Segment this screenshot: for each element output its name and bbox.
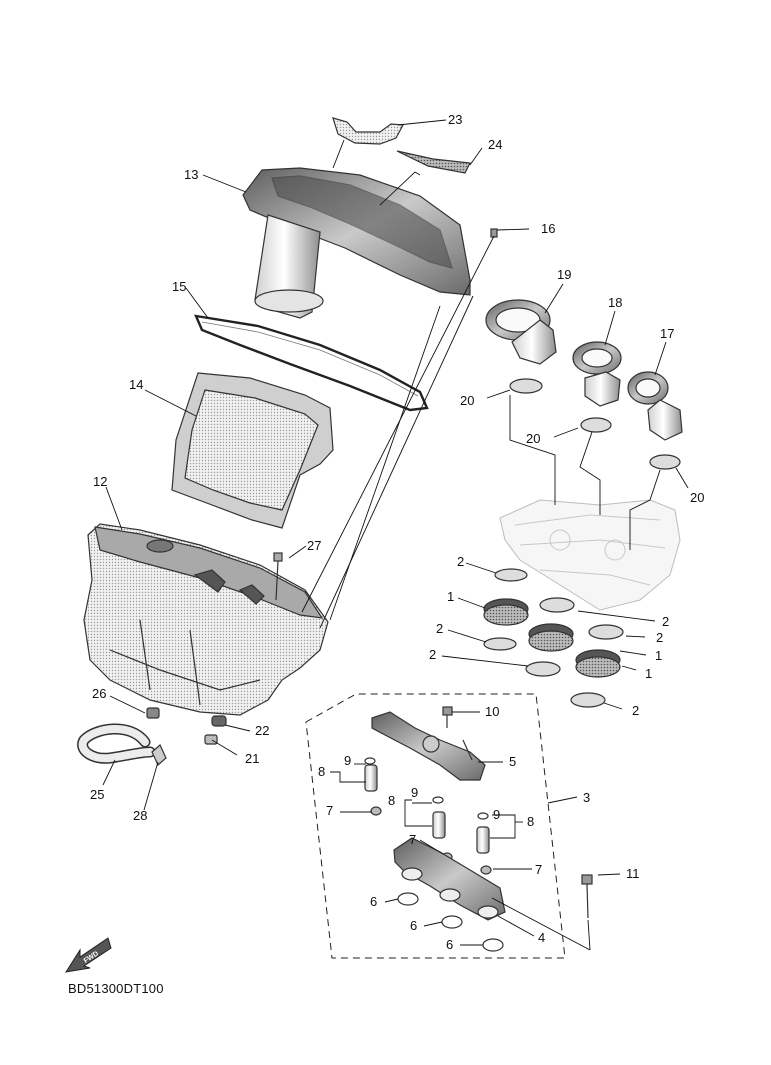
callout-22: 22: [255, 723, 269, 738]
ring-part-6a: [397, 892, 419, 906]
bracket-part-23: [332, 117, 404, 145]
diagram-code: BD51300DT100: [68, 981, 164, 996]
screw-part-16: [490, 228, 498, 238]
callout-2b: 2: [436, 621, 443, 636]
callout-8c: 8: [527, 814, 534, 829]
callout-1c: 1: [645, 666, 652, 681]
funnel-part-17: [627, 371, 683, 441]
seal-part-7c: [480, 865, 492, 875]
fuel-rail-part-5: [371, 711, 486, 781]
callout-7c: 7: [535, 862, 542, 877]
callout-2e: 2: [656, 630, 663, 645]
callout-1b: 1: [655, 648, 662, 663]
callout-1a: 1: [447, 589, 454, 604]
callout-20a: 20: [460, 393, 474, 408]
callout-19: 19: [557, 267, 571, 282]
injector-part-8c: [476, 826, 490, 854]
clamp-part-2c: [483, 637, 517, 651]
oring-part-9b: [432, 796, 444, 804]
joint-part-1b: [528, 623, 574, 652]
callout-5: 5: [509, 754, 516, 769]
cap-part-22: [211, 715, 227, 727]
clamp-part-2d: [588, 624, 624, 640]
callout-7b: 7: [409, 832, 416, 847]
callout-25: 25: [90, 787, 104, 802]
clamp-part-20b: [580, 417, 612, 433]
callout-26: 26: [92, 686, 106, 701]
ring-part-6c: [482, 938, 504, 952]
callout-16: 16: [541, 221, 555, 236]
oring-part-9c: [477, 812, 489, 820]
callout-11: 11: [626, 866, 640, 881]
callout-20c: 20: [690, 490, 704, 505]
callout-9b: 9: [411, 785, 418, 800]
funnel-part-19: [485, 299, 557, 365]
oring-part-9a: [364, 757, 376, 765]
callout-8b: 8: [388, 793, 395, 808]
callout-2f: 2: [632, 703, 639, 718]
label-part-24: [396, 150, 471, 174]
ring-part-6b: [441, 915, 463, 929]
callout-6b: 6: [410, 918, 417, 933]
plug-part-21: [204, 734, 218, 745]
clamp-part-20c: [649, 454, 681, 470]
airbox-lower-part-12: [83, 523, 329, 716]
callout-17: 17: [660, 326, 674, 341]
callout-10: 10: [485, 704, 499, 719]
callout-3: 3: [583, 790, 590, 805]
callout-2a: 2: [457, 554, 464, 569]
callout-9c: 9: [493, 807, 500, 822]
clamp-part-2b: [539, 597, 575, 613]
callout-8a: 8: [318, 764, 325, 779]
callout-14: 14: [129, 377, 143, 392]
callout-7a: 7: [326, 803, 333, 818]
seal-part-7a: [370, 806, 382, 816]
callout-15: 15: [172, 279, 186, 294]
joint-part-1c: [575, 649, 621, 678]
callout-2d: 2: [662, 614, 669, 629]
callout-2c: 2: [429, 647, 436, 662]
callout-6c: 6: [446, 937, 453, 952]
clamp-part-20a: [509, 378, 543, 394]
clip-part-28: [151, 744, 167, 766]
throttle-body-part-4: [393, 837, 506, 921]
hose-part-25: [77, 723, 156, 764]
bolt-part-10: [442, 706, 453, 728]
callout-27: 27: [307, 538, 321, 553]
callout-6a: 6: [370, 894, 377, 909]
clamp-part-2f: [570, 692, 606, 708]
bolt-part-27: [273, 552, 283, 601]
engine-outline: [499, 499, 681, 611]
clamp-part-2e: [525, 661, 561, 677]
injector-part-8a: [364, 764, 378, 792]
callout-4: 4: [538, 930, 545, 945]
callout-21: 21: [245, 751, 259, 766]
callout-20b: 20: [526, 431, 540, 446]
callout-23: 23: [448, 112, 462, 127]
callout-28: 28: [133, 808, 147, 823]
bolt-part-11: [581, 874, 593, 919]
callout-13: 13: [184, 167, 198, 182]
joint-part-1a: [483, 598, 529, 626]
front-arrow-label: FWD: [83, 950, 100, 965]
gasket-part-15: [194, 314, 429, 412]
front-direction-arrow-icon: FWD: [64, 937, 112, 973]
leader-lines: [102, 119, 689, 951]
callout-12: 12: [93, 474, 107, 489]
clamp-part-2a: [494, 568, 528, 582]
callout-9a: 9: [344, 753, 351, 768]
injector-part-8b: [432, 811, 446, 839]
callout-24: 24: [488, 137, 502, 152]
callouts: 23 24 13 15 14 12 27 26 22 21 25 28 16 1…: [90, 112, 704, 952]
clamp-part-26: [146, 707, 160, 719]
air-filter-part-14: [171, 372, 334, 529]
callout-18: 18: [608, 295, 622, 310]
airbox-cover-part-13: [242, 167, 471, 319]
funnel-part-18: [572, 341, 622, 407]
